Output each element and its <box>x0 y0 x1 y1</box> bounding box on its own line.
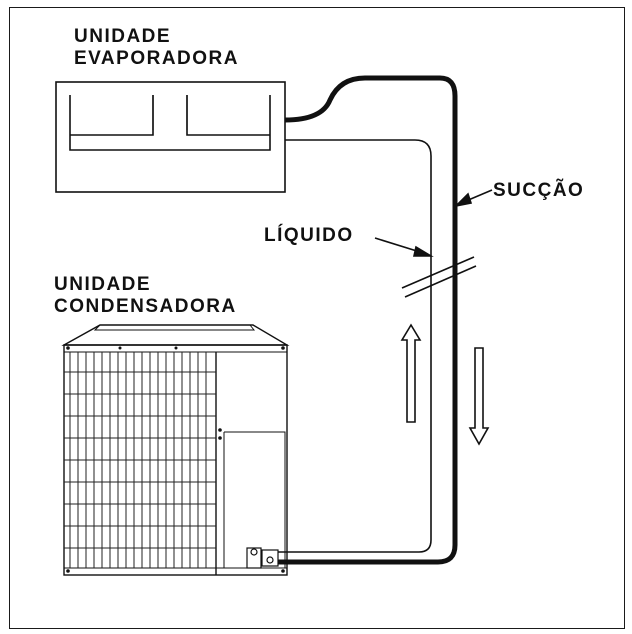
diagram-frame <box>9 7 625 629</box>
flow-up-arrow <box>400 323 422 423</box>
suction-line <box>278 75 458 565</box>
flow-down-arrow <box>468 347 490 446</box>
service-valves <box>246 547 279 569</box>
condenser-unit <box>61 324 290 576</box>
flow-arrows <box>400 323 490 446</box>
condenser-coil-grid <box>64 352 216 568</box>
evaporator-left-panel <box>70 95 154 136</box>
evaporator-unit <box>55 81 286 193</box>
evaporator-right-panel <box>186 95 270 136</box>
suction-label: SUCÇÃO <box>493 180 585 201</box>
evaporator-inner-frame <box>69 95 271 151</box>
evaporator-label-line1: UNIDADE <box>74 26 172 47</box>
liquid-line <box>278 139 432 553</box>
label-leaders <box>374 189 493 257</box>
condenser-screws <box>66 346 285 573</box>
evaporator-body <box>55 81 286 193</box>
liquid-label: LÍQUIDO <box>264 225 354 246</box>
pipe-break-marks <box>401 256 477 298</box>
evaporator-panel-dividers <box>152 95 188 130</box>
condenser-label-line2: CONDENSADORA <box>54 296 237 317</box>
evaporator-label-line2: EVAPORADORA <box>74 48 239 69</box>
condenser-label-line1: UNIDADE <box>54 274 152 295</box>
